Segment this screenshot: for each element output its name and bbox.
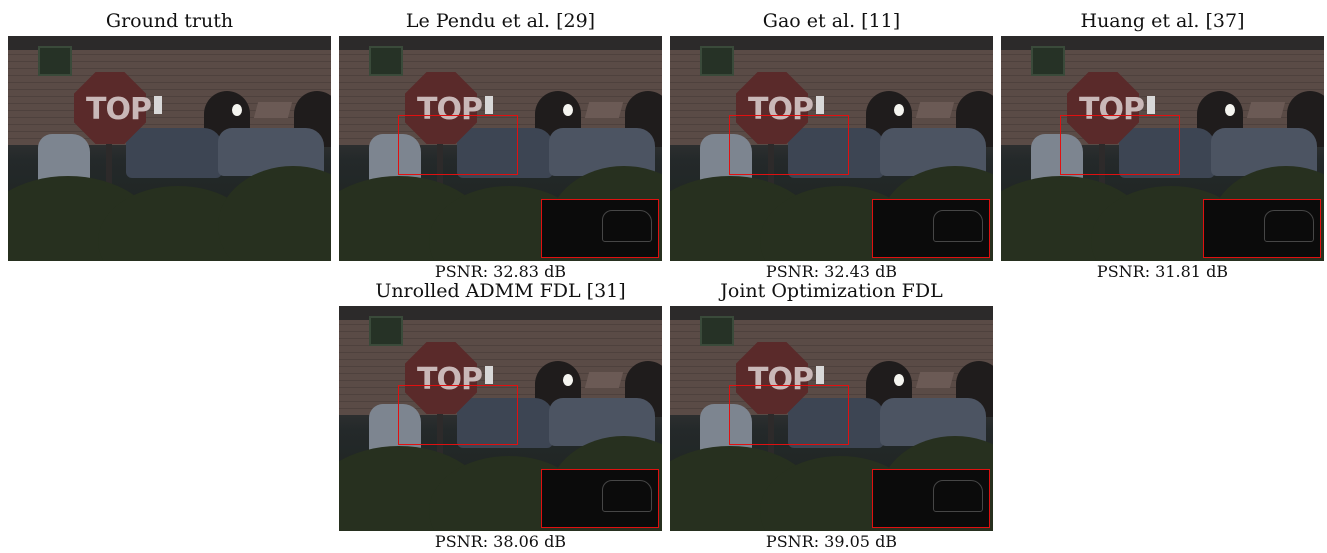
roi-box <box>1060 115 1180 175</box>
roi-box <box>398 385 518 445</box>
gao-image: TOP <box>670 36 993 261</box>
roi-box <box>398 115 518 175</box>
error-inset <box>872 199 990 258</box>
psnr-caption: PSNR: 38.06 dB <box>434 532 567 551</box>
huang-image: TOP <box>1001 36 1324 261</box>
error-inset <box>541 199 659 258</box>
panel-title: Gao et al. [11] <box>762 10 901 32</box>
stop-sign-text: TOP <box>417 92 483 127</box>
psnr-caption: PSNR: 31.81 dB <box>1096 262 1229 281</box>
stop-sign-text: TOP <box>748 362 814 397</box>
psnr-caption: PSNR: 32.83 dB <box>434 262 567 281</box>
le-pendu-image: TOP <box>339 36 662 261</box>
error-inset <box>541 469 659 528</box>
panel-title: Joint Optimization FDL <box>720 280 943 302</box>
panel-unrolled-admm: Unrolled ADMM FDL [31] TOP PSNR: 38.06 d… <box>339 276 662 553</box>
roi-box <box>729 385 849 445</box>
panel-huang: Huang et al. [37] TOP PSNR: 31.81 dB <box>1001 6 1324 283</box>
stop-sign-text: TOP <box>1079 92 1145 127</box>
roi-box <box>729 115 849 175</box>
psnr-caption: PSNR: 32.43 dB <box>765 262 898 281</box>
psnr-caption: PSNR: 39.05 dB <box>765 532 898 551</box>
joint-opt-image: TOP <box>670 306 993 531</box>
ground-truth-image: TOP <box>8 36 331 261</box>
stop-sign-text: TOP <box>417 362 483 397</box>
panel-title: Unrolled ADMM FDL [31] <box>375 280 626 302</box>
panel-joint-opt: Joint Optimization FDL TOP PSNR: 39.05 d… <box>670 276 993 553</box>
stop-sign-text: TOP <box>86 92 152 127</box>
panel-title: Le Pendu et al. [29] <box>405 10 596 32</box>
panel-title: Huang et al. [37] <box>1080 10 1245 32</box>
panel-ground-truth: Ground truth TOP <box>8 6 331 261</box>
unrolled-admm-image: TOP <box>339 306 662 531</box>
stop-sign-text: TOP <box>748 92 814 127</box>
panel-gao: Gao et al. [11] TOP PSNR: 32.43 dB <box>670 6 993 283</box>
panel-title: Ground truth <box>105 10 234 32</box>
error-inset <box>872 469 990 528</box>
error-inset <box>1203 199 1321 258</box>
panel-le-pendu: Le Pendu et al. [29] TOP PSNR: 32.83 dB <box>339 6 662 283</box>
